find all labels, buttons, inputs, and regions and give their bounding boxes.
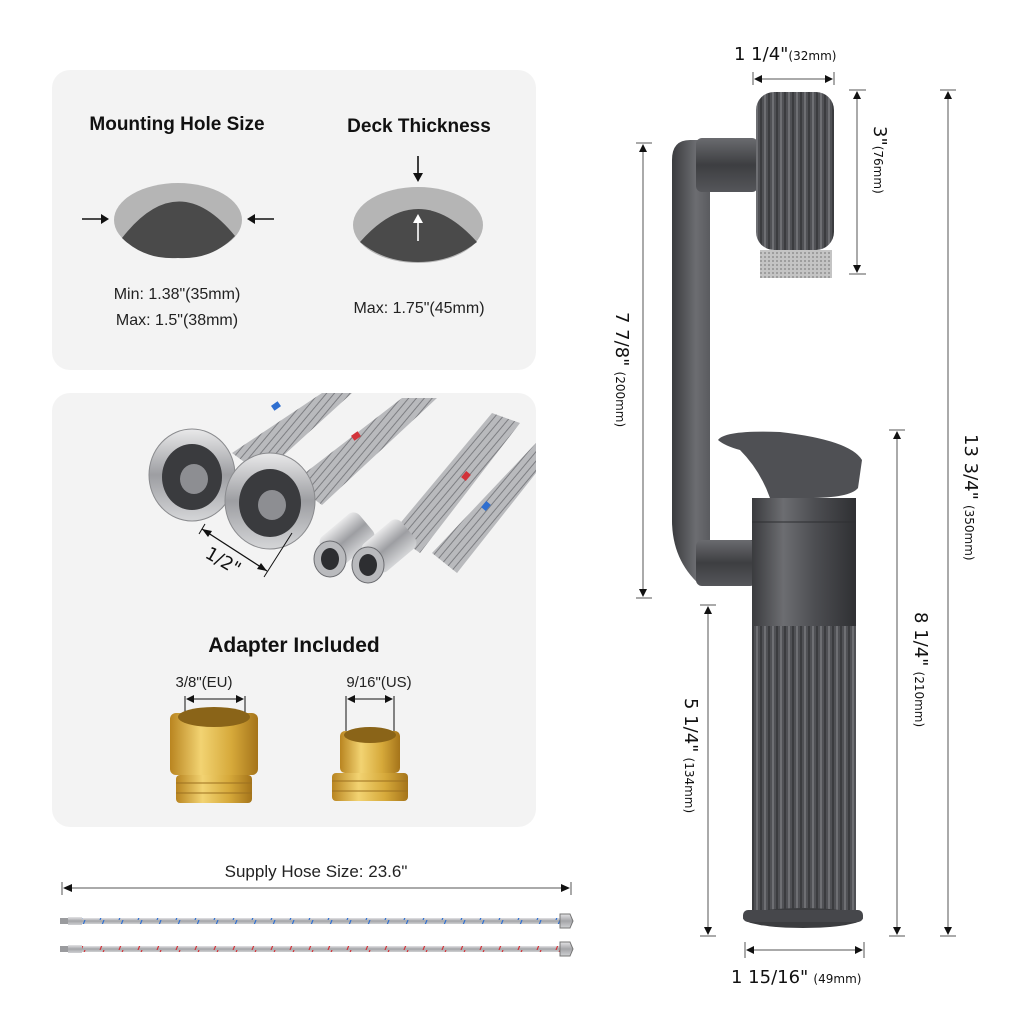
total-height-dimension: 13 3/4" (350mm) — [960, 434, 981, 561]
handle-height-metric: (76mm) — [871, 145, 885, 194]
hose-adapter-card: 1/2" Adapter Included 3/8"(EU) 9/16"(US) — [52, 393, 536, 827]
brass-adapters-image — [52, 393, 536, 827]
deck-thickness-icon — [302, 70, 536, 370]
spout-clearance-value: 5 1/4" — [680, 698, 701, 753]
spout-clearance-dimension: 5 1/4" (134mm) — [680, 698, 701, 813]
hole-max-size: Max: 1.5"(38mm) — [115, 312, 239, 329]
spout-height-dimension: 7 7/8" (200mm) — [611, 312, 632, 427]
adapter-us-label: 9/16"(US) — [346, 674, 412, 691]
mounting-specs-card: Mounting Hole Size Deck Thickness Min: 1… — [52, 70, 536, 370]
handle-width-metric: (32mm) — [788, 49, 837, 63]
adapter-eu-label: 3/8"(EU) — [175, 674, 233, 691]
total-height-metric: (350mm) — [962, 504, 976, 561]
mounting-hole-title: Mounting Hole Size — [89, 114, 265, 135]
adapter-included-title: Adapter Included — [208, 634, 380, 657]
deck-thickness-title: Deck Thickness — [347, 116, 491, 137]
supply-hose-size-label: Supply Hose Size: 23.6" — [224, 862, 408, 881]
base-diameter-value: 1 15/16" — [731, 967, 809, 988]
total-height-value: 13 3/4" — [960, 434, 981, 500]
handle-height-value: 3" — [869, 126, 890, 146]
spout-height-value: 7 7/8" — [611, 312, 632, 367]
body-height-metric: (210mm) — [912, 671, 926, 728]
body-height-value: 8 1/4" — [910, 612, 931, 667]
base-diameter-metric: (49mm) — [813, 972, 862, 986]
spout-height-metric: (200mm) — [613, 371, 627, 428]
handle-width-value: 1 1/4" — [734, 44, 789, 65]
hole-min-size: Min: 1.38"(35mm) — [113, 286, 241, 303]
handle-height-dimension: 3"(76mm) — [869, 126, 890, 194]
mounting-hole-icon — [52, 70, 302, 370]
hose-connectors-image — [52, 393, 536, 623]
body-height-dimension: 8 1/4" (210mm) — [910, 612, 931, 727]
base-diameter-dimension: 1 15/16" (49mm) — [731, 967, 861, 988]
handle-width-dimension: 1 1/4"(32mm) — [734, 44, 836, 65]
spout-clearance-metric: (134mm) — [682, 757, 696, 814]
deck-max-thickness: Max: 1.75"(45mm) — [353, 300, 485, 317]
